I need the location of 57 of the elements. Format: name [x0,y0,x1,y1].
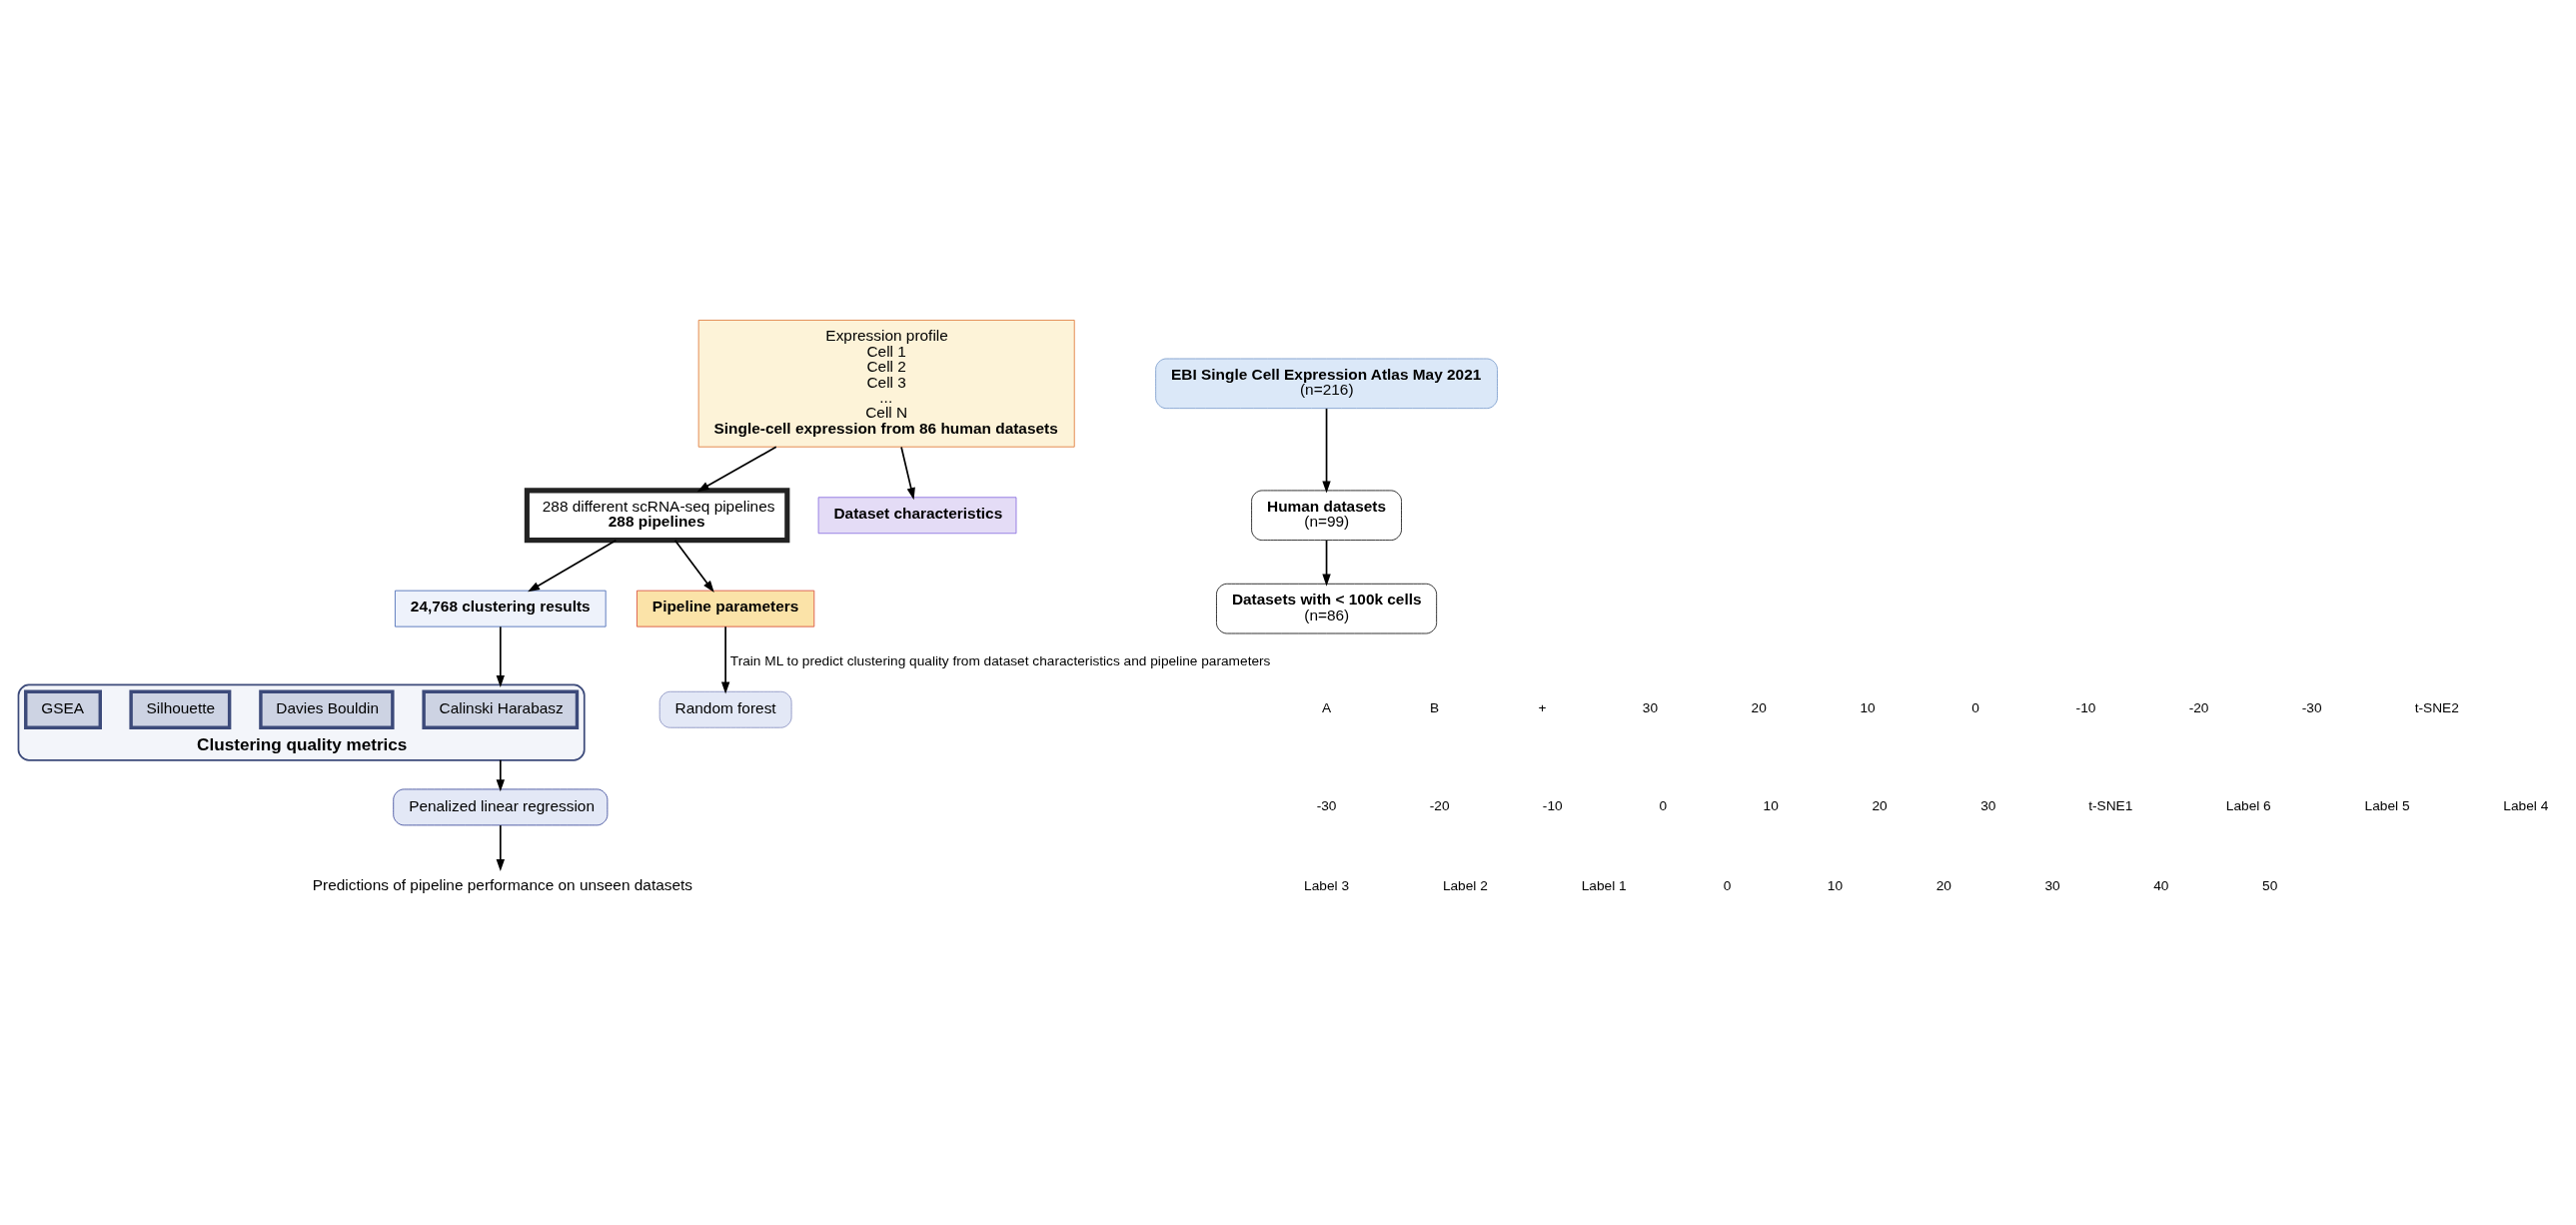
label: t-SNE2 [2414,700,2459,716]
arrow [720,625,730,694]
node-box: Expression profile Cell 1 Cell 2 Cell 3 ... Cell N Single-cell expression from 86 human datasets [697,320,1075,448]
label: 10 [1860,700,1876,716]
arrow [1322,408,1331,494]
arrow [496,758,505,792]
node-box: Human datasets (n=99) [1251,490,1402,542]
node-box: GSEA [24,689,102,729]
label: -30 [2301,700,2322,716]
arrow [1322,539,1331,587]
label: -20 [1429,798,1450,814]
label: 0 [1723,877,1732,893]
arrow [496,824,505,872]
label: -30 [1316,798,1337,814]
label: 0 [1971,700,1979,716]
node-box: Calinski Harabasz [422,689,580,729]
edge-label: Train ML to predict clustering quality from dataset characteristics and pipeline parameters [729,653,1271,669]
label: + [1538,700,1547,716]
node-box: Random forest [658,690,792,728]
node-box: Silhouette [129,689,232,729]
label: 20 [1872,798,1888,814]
label: Label 4 [2503,798,2549,814]
arrow [900,446,915,501]
node-box: 288 different scRNA-seq pipelines 288 pipelines [524,488,790,544]
label: Label 3 [1304,877,1350,893]
label: B [1429,700,1440,716]
label: Label 5 [2364,798,2410,814]
label: 10 [1827,877,1844,893]
label: Label 6 [2225,798,2271,814]
label: 20 [1751,700,1767,716]
node-box: Penalized linear regression [393,788,609,826]
node-box: Pipeline parameters [637,590,815,627]
node-box: Dataset characteristics [817,497,1017,535]
arrow [496,625,505,687]
label: -20 [2188,700,2209,716]
node-text: Predictions of pipeline performance on unseen datasets [312,876,693,894]
label: 10 [1763,798,1779,814]
node-box: Davies Bouldin [259,689,395,729]
arrow [528,539,618,593]
node-box: 24,768 clustering results [395,590,607,627]
label: 20 [1935,877,1951,893]
node-box: EBI Single Cell Expression Atlas May 2021 (n=216) [1155,358,1498,410]
label: 0 [1659,798,1668,814]
label: 50 [2262,877,2278,893]
label: A [1321,700,1332,716]
arrow [696,446,777,493]
label: Label 1 [1581,877,1627,893]
label: 30 [1642,700,1659,716]
label: -10 [1542,798,1563,814]
label: -10 [2075,700,2096,716]
label: Label 2 [1442,877,1488,893]
label: 40 [2153,877,2169,893]
label: 30 [1980,798,1996,814]
arrow [673,539,714,594]
label: 30 [2044,877,2060,893]
node-box: Datasets with < 100k cells (n=86) [1216,583,1438,634]
label: t-SNE1 [2088,798,2133,814]
